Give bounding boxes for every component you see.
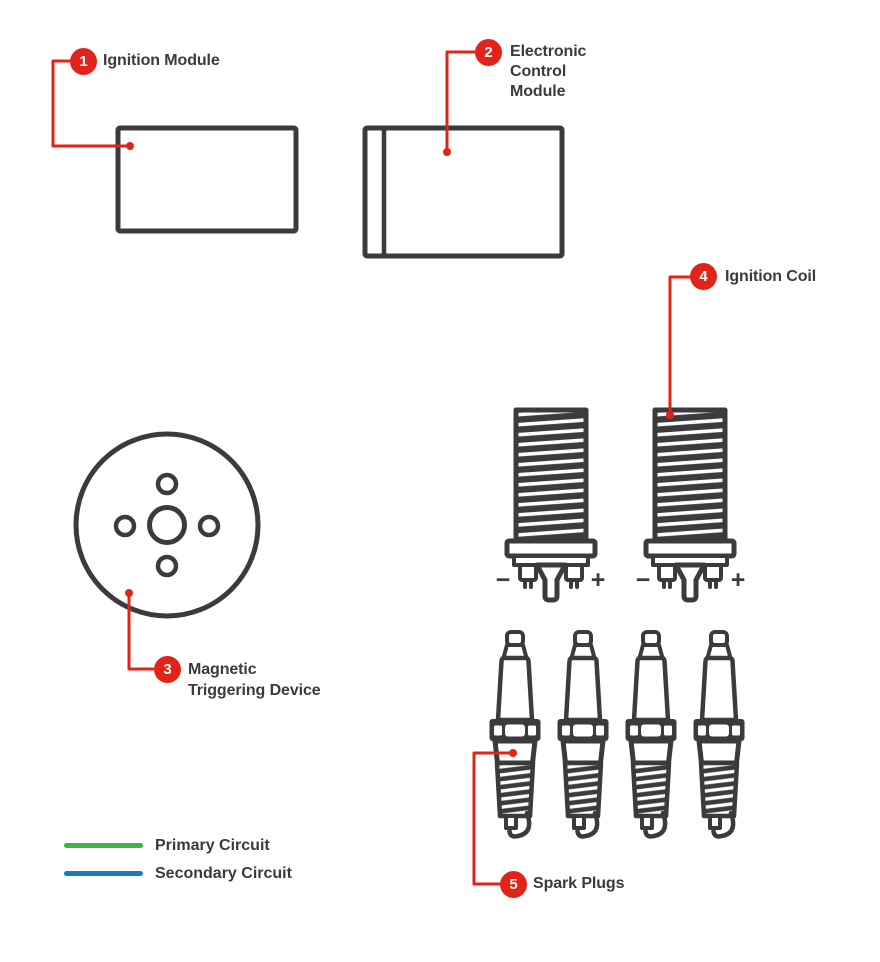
coil-1-minus-sign: − bbox=[495, 566, 511, 594]
legend-primary-circuit: Primary Circuit bbox=[155, 837, 270, 854]
leader-line-4 bbox=[668, 275, 693, 413]
secondary-circuit-swatch bbox=[64, 871, 143, 876]
badge-5-number: 5 bbox=[509, 876, 518, 893]
leader-line-3 bbox=[127, 595, 155, 671]
spark-plug-4-shape bbox=[694, 632, 745, 836]
badge-1-number: 1 bbox=[79, 53, 88, 70]
leader-dot-5 bbox=[509, 749, 517, 757]
spark-plug-3-shape bbox=[626, 632, 677, 836]
spark-plug-1-shape bbox=[490, 632, 541, 836]
magnetic-triggering-device-shape bbox=[73, 431, 261, 619]
leader-line-5 bbox=[472, 751, 511, 886]
coil-2-minus-sign: − bbox=[635, 566, 651, 594]
leader-dot-1 bbox=[126, 142, 134, 150]
ignition-coil-2-shape bbox=[646, 410, 734, 600]
label-electronic-control-module: Electronic Control Module bbox=[510, 43, 587, 100]
leader-dot-3 bbox=[125, 589, 133, 597]
badge-4: 4 bbox=[690, 263, 717, 290]
ignition-coil-1-shape bbox=[507, 410, 595, 600]
spark-plug-2-shape bbox=[558, 632, 609, 836]
badge-3: 3 bbox=[154, 656, 181, 683]
coil-2-plus-sign: + bbox=[730, 566, 746, 594]
legend-secondary-circuit: Secondary Circuit bbox=[155, 865, 292, 882]
ignition-module-shape bbox=[115, 125, 299, 234]
label-spark-plugs: Spark Plugs bbox=[533, 875, 625, 892]
badge-3-number: 3 bbox=[163, 661, 172, 678]
label-ignition-coil: Ignition Coil bbox=[725, 268, 817, 285]
badge-4-number: 4 bbox=[699, 268, 708, 285]
badge-5: 5 bbox=[500, 871, 527, 898]
coil-1-plus-sign: + bbox=[590, 566, 606, 594]
primary-circuit-swatch bbox=[64, 843, 143, 848]
electronic-control-module-shape bbox=[362, 125, 565, 259]
leader-dot-2 bbox=[443, 148, 451, 156]
label-magnetic-triggering-device: Magnetic Triggering Device bbox=[188, 661, 321, 699]
label-ignition-module: Ignition Module bbox=[103, 52, 220, 69]
badge-2-number: 2 bbox=[484, 44, 493, 61]
badge-1: 1 bbox=[70, 48, 97, 75]
leader-line-1 bbox=[51, 59, 128, 148]
leader-line-2 bbox=[445, 50, 477, 151]
badge-2: 2 bbox=[475, 39, 502, 66]
leader-dot-4 bbox=[666, 411, 674, 419]
